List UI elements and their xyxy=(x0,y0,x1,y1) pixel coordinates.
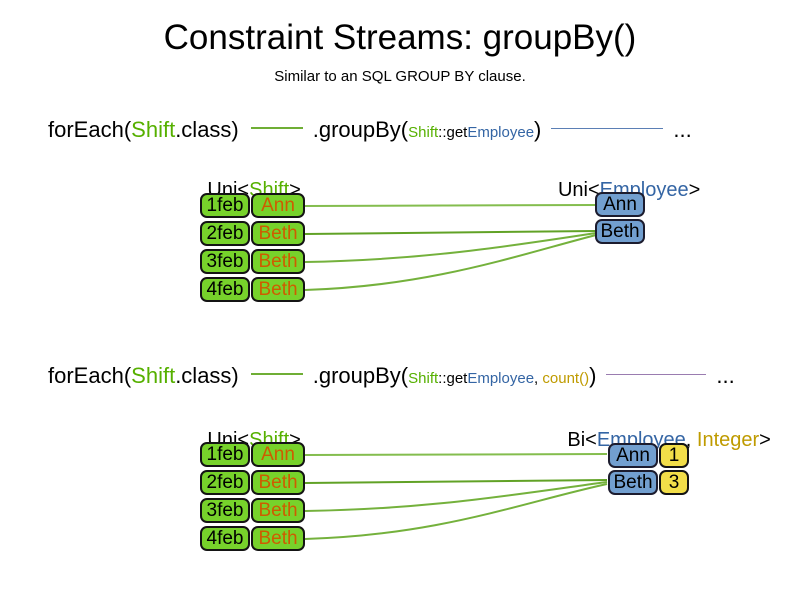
code2-green-connector-line xyxy=(250,373,303,383)
table-row: 1feb Ann xyxy=(200,193,305,218)
code1-param-employee: Employee xyxy=(467,124,535,141)
shift-employee-cell: Ann xyxy=(251,442,305,467)
group-row: Ann 1 xyxy=(608,443,689,468)
code2-param-count: count() xyxy=(542,370,590,387)
shift-employee-cell: Beth xyxy=(251,526,305,551)
table-row: 2feb Beth xyxy=(200,221,305,246)
bi-comma: , xyxy=(685,429,697,451)
uni-shift2-post: > xyxy=(289,429,301,451)
shift-date-cell: 4feb xyxy=(200,526,250,551)
group-row: Beth 3 xyxy=(608,470,689,495)
wire-s1-row1-ann xyxy=(304,204,597,207)
employee-group-box: Ann xyxy=(595,192,645,217)
code2-class-suffix: .class) xyxy=(175,363,239,388)
code2-param-employee: Employee xyxy=(467,370,535,387)
shift-date-cell: 2feb xyxy=(200,221,250,246)
shift-table-2: 1feb Ann 2feb Beth 3feb Beth 4feb Beth xyxy=(200,442,305,551)
table-row: 3feb Beth xyxy=(200,498,305,523)
bi-pre: Bi< xyxy=(567,429,597,451)
code2-param-getter: ::get xyxy=(438,370,468,387)
employee-group-box: Beth xyxy=(595,219,645,244)
uni-employee-pre: Uni< xyxy=(557,179,600,201)
shift-date-cell: 3feb xyxy=(200,249,250,274)
shift-table-1: 1feb Ann 2feb Beth 3feb Beth 4feb Beth xyxy=(200,193,305,302)
page-subtitle: Similar to an SQL GROUP BY clause. xyxy=(274,68,526,85)
wire-s2-row3-beth xyxy=(304,481,608,512)
wire-s1-row3-beth xyxy=(304,232,597,263)
shift-date-cell: 1feb xyxy=(200,193,250,218)
wire-s1-row2-beth xyxy=(304,230,597,235)
wire-s2-row2-beth xyxy=(304,479,608,484)
shift-date-cell: 2feb xyxy=(200,470,250,495)
table-row: 1feb Ann xyxy=(200,442,305,467)
bi-post: > xyxy=(759,429,771,451)
code2-ellipsis: ... xyxy=(716,363,735,388)
group-row: Ann xyxy=(595,192,645,217)
shift-employee-cell: Beth xyxy=(251,221,305,246)
shift-date-cell: 1feb xyxy=(200,442,250,467)
code-line-1: forEach(Shift.class) .groupBy(Shift::get… xyxy=(48,117,692,143)
shift-employee-cell: Beth xyxy=(251,249,305,274)
uni-shift1-post: > xyxy=(289,179,301,201)
code1-class-suffix: .class) xyxy=(175,117,239,142)
page-title: Constraint Streams: groupBy() xyxy=(163,18,637,57)
code2-param-comma: , xyxy=(534,370,543,387)
code1-ellipsis: ... xyxy=(673,117,692,142)
code1-green-connector-line xyxy=(250,127,303,137)
count-box: 1 xyxy=(659,443,689,468)
table-row: 2feb Beth xyxy=(200,470,305,495)
group-result-1: Ann Beth xyxy=(595,192,645,244)
table-row: 4feb Beth xyxy=(200,277,305,302)
shift-date-cell: 3feb xyxy=(200,498,250,523)
wire-s1-row4-beth xyxy=(304,234,597,291)
group-result-2: Ann 1 Beth 3 xyxy=(608,443,689,495)
code2-purple-connector-line xyxy=(606,374,707,383)
employee-group-box: Ann xyxy=(608,443,658,468)
code1-shift-class: Shift xyxy=(131,117,176,142)
bi-param-integer: Integer xyxy=(696,429,760,451)
shift-employee-cell: Beth xyxy=(251,470,305,495)
code1-param-shift: Shift xyxy=(408,124,439,141)
code1-foreach: forEach( xyxy=(48,117,132,142)
code2-shift-class: Shift xyxy=(131,363,176,388)
wire-s2-row4-beth xyxy=(304,483,608,540)
code1-groupby: .groupBy( xyxy=(312,117,409,142)
uni-employee-post: > xyxy=(688,179,701,201)
code2-close-paren: ) xyxy=(589,363,597,388)
code1-close-paren: ) xyxy=(534,117,542,142)
code-line-2: forEach(Shift.class) .groupBy(Shift::get… xyxy=(48,363,735,389)
table-row: 4feb Beth xyxy=(200,526,305,551)
code2-param-shift: Shift xyxy=(408,370,439,387)
count-box: 3 xyxy=(659,470,689,495)
group-row: Beth xyxy=(595,219,645,244)
code2-foreach: forEach( xyxy=(48,363,132,388)
shift-employee-cell: Beth xyxy=(251,498,305,523)
type-label-uni-employee: Uni<Employee> xyxy=(535,156,701,225)
code1-blue-connector-line xyxy=(551,128,664,137)
employee-group-box: Beth xyxy=(608,470,658,495)
shift-employee-cell: Beth xyxy=(251,277,305,302)
code1-param-getter: ::get xyxy=(438,124,468,141)
shift-employee-cell: Ann xyxy=(251,193,305,218)
code2-groupby: .groupBy( xyxy=(312,363,409,388)
table-row: 3feb Beth xyxy=(200,249,305,274)
shift-date-cell: 4feb xyxy=(200,277,250,302)
wire-s2-row1-ann xyxy=(304,453,608,456)
